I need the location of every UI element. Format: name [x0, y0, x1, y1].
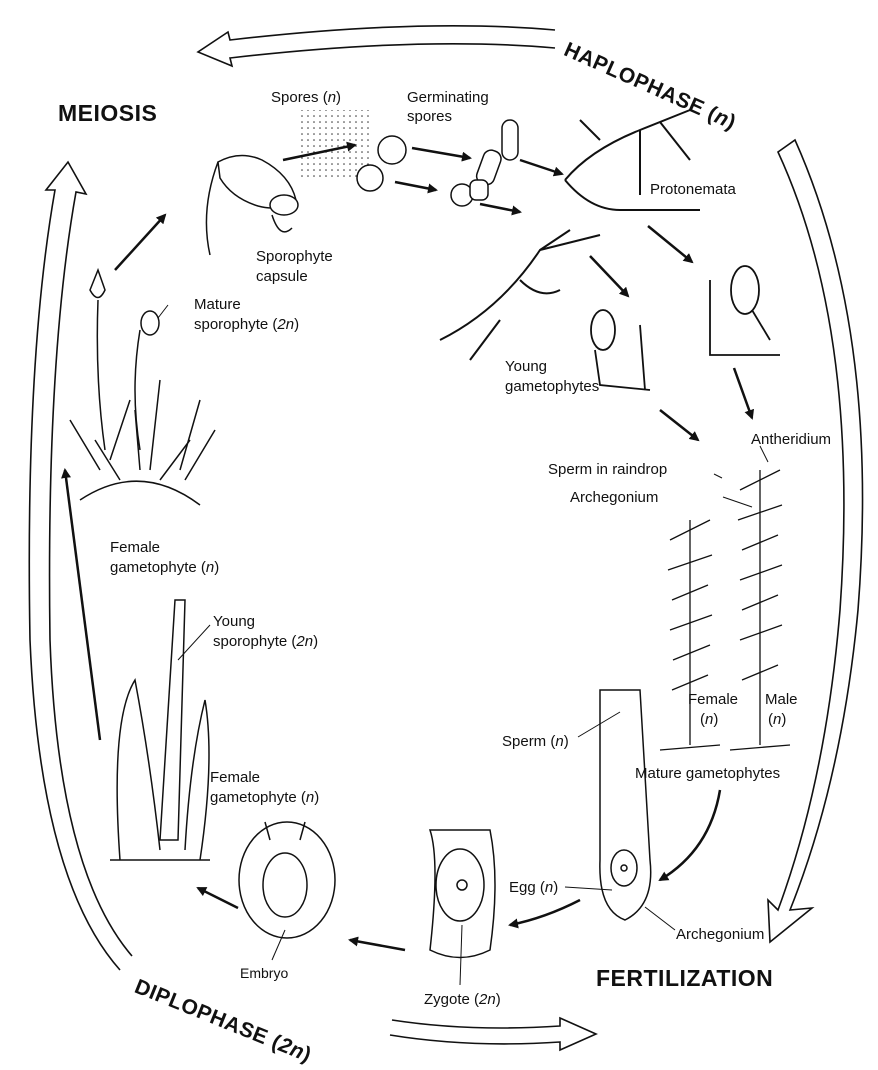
archegonium-bottom-label: Archegonium — [676, 925, 764, 944]
archegonium-egg-illustration — [600, 690, 651, 920]
antheridium-label: Antheridium — [751, 430, 831, 449]
female-gametophyte-bottom-label-line1: Female — [210, 768, 260, 787]
young-sporophyte-label-line1: Young — [213, 612, 255, 631]
mature-sporophyte-label-line2: sporophyte (2n) — [194, 315, 299, 334]
young-gametophytes-label-line2: gametophytes — [505, 377, 599, 396]
young-gametophytes-illustration — [591, 310, 650, 390]
egg-label: Egg (n) — [509, 878, 558, 897]
female-gametophyte-top-label-line2: gametophyte (n) — [110, 558, 219, 577]
sporophyte-capsule-label-line2: capsule — [256, 267, 308, 286]
protonemata-label: Protonemata — [650, 180, 736, 199]
male-label-line1: Male — [765, 690, 798, 709]
young-gametophytes-label-line1: Young — [505, 357, 547, 376]
archegonium-top-label: Archegonium — [570, 488, 658, 507]
mature-gametophytes-label: Mature gametophytes — [635, 764, 780, 783]
zygote-illustration — [430, 830, 495, 958]
embryo-illustration — [239, 822, 335, 938]
young-protonema-illustration — [440, 230, 600, 360]
young-sporophyte-label-line2: sporophyte (2n) — [213, 632, 318, 651]
fertilization-label: FERTILIZATION — [596, 965, 773, 992]
male-label-line2: (n) — [768, 710, 786, 729]
gametophyte-bud-illustration — [710, 266, 780, 355]
mature-sporophyte-label-line1: Mature — [194, 295, 241, 314]
female-gametophyte-top-label-line1: Female — [110, 538, 160, 557]
sporophyte-capsule-illustration — [206, 155, 298, 255]
female-label-line1: Female — [688, 690, 738, 709]
young-sporophyte-illustration — [110, 600, 210, 860]
female-gametophyte-bottom-label-line2: gametophyte (n) — [210, 788, 319, 807]
sperm-in-raindrop-label: Sperm in raindrop — [548, 460, 667, 479]
germinating-spores-illustration — [451, 120, 518, 206]
female-label-line2: (n) — [700, 710, 718, 729]
sporophyte-capsule-label-line1: Sporophyte — [256, 247, 333, 266]
zygote-label: Zygote (2n) — [424, 990, 501, 1009]
embryo-label: Embryo — [240, 964, 288, 983]
germinating-spores-label-line1: Germinating — [407, 88, 489, 107]
spores-label: Spores (n) — [271, 88, 341, 107]
sperm-label: Sperm (n) — [502, 732, 569, 751]
germinating-spores-label-line2: spores — [407, 107, 452, 126]
meiosis-label: MEIOSIS — [58, 100, 157, 127]
